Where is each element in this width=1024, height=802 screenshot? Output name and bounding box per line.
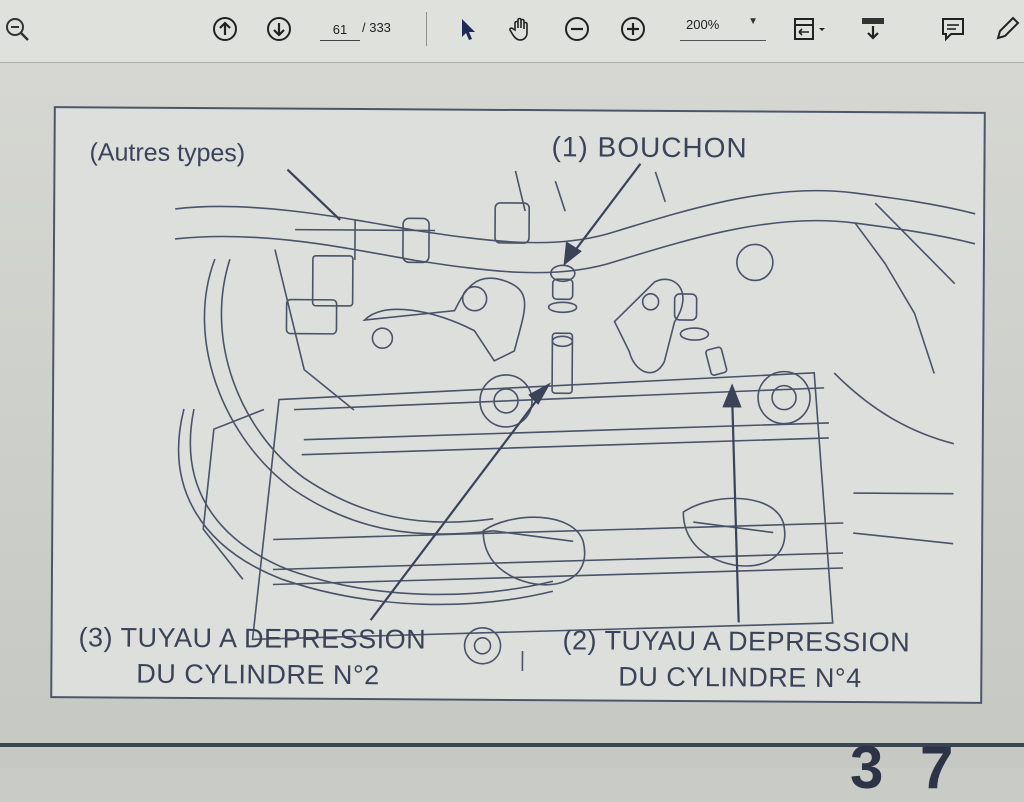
arrow-up-circle-icon: [213, 17, 237, 41]
fit-page-icon: [794, 18, 825, 40]
arrow-down-circle-icon: [267, 17, 291, 41]
label-tuyau-cylindre-2-line1: (3) TUYAU A DEPRESSION: [78, 622, 427, 655]
comment-button[interactable]: [938, 14, 968, 44]
previous-page-button[interactable]: [210, 14, 240, 44]
fit-page-button[interactable]: [790, 14, 830, 44]
zoom-out-icon[interactable]: [2, 14, 32, 44]
page-number-input[interactable]: [320, 18, 360, 41]
zoom-in-button[interactable]: [618, 14, 648, 44]
comment-icon: [942, 18, 964, 42]
toolbar-divider: [426, 12, 427, 46]
hand-icon: [509, 17, 528, 41]
select-tool-button[interactable]: [452, 14, 482, 44]
zoom-value: 200%: [686, 17, 720, 32]
pen-icon: [996, 16, 1020, 40]
plus-circle-icon: [621, 17, 645, 41]
document-page: (Autres types) (1) BOUCHON (3) TUYAU A D…: [0, 63, 1024, 801]
label-tuyau-cylindre-2-line2: DU CYLINDRE N°2: [136, 658, 380, 691]
pen-button[interactable]: [992, 14, 1022, 44]
page-total: / 333: [362, 20, 391, 35]
hand-tool-button[interactable]: [506, 14, 536, 44]
minus-circle-icon: [565, 17, 589, 41]
page-footer-rule: [0, 743, 1024, 747]
scroll-mode-icon: [862, 18, 884, 40]
cursor-arrow-icon: [462, 19, 475, 40]
label-bouchon: (1) BOUCHON: [551, 131, 748, 164]
zoom-level-dropdown[interactable]: 200% ▼: [680, 14, 766, 41]
next-page-button[interactable]: [264, 14, 294, 44]
pdf-toolbar: / 333 200% ▼: [0, 0, 1024, 63]
engine-line-drawing: [174, 163, 976, 672]
technical-illustration: (Autres types) (1) BOUCHON (3) TUYAU A D…: [50, 106, 986, 704]
scroll-mode-button[interactable]: [858, 14, 888, 44]
chevron-down-icon: ▼: [748, 16, 758, 27]
label-tuyau-cylindre-4-line1: (2) TUYAU A DEPRESSION: [562, 625, 911, 658]
label-tuyau-cylindre-4-line2: DU CYLINDRE N°4: [618, 661, 862, 694]
zoom-out-button[interactable]: [562, 14, 592, 44]
label-autres-types: (Autres types): [89, 138, 246, 168]
